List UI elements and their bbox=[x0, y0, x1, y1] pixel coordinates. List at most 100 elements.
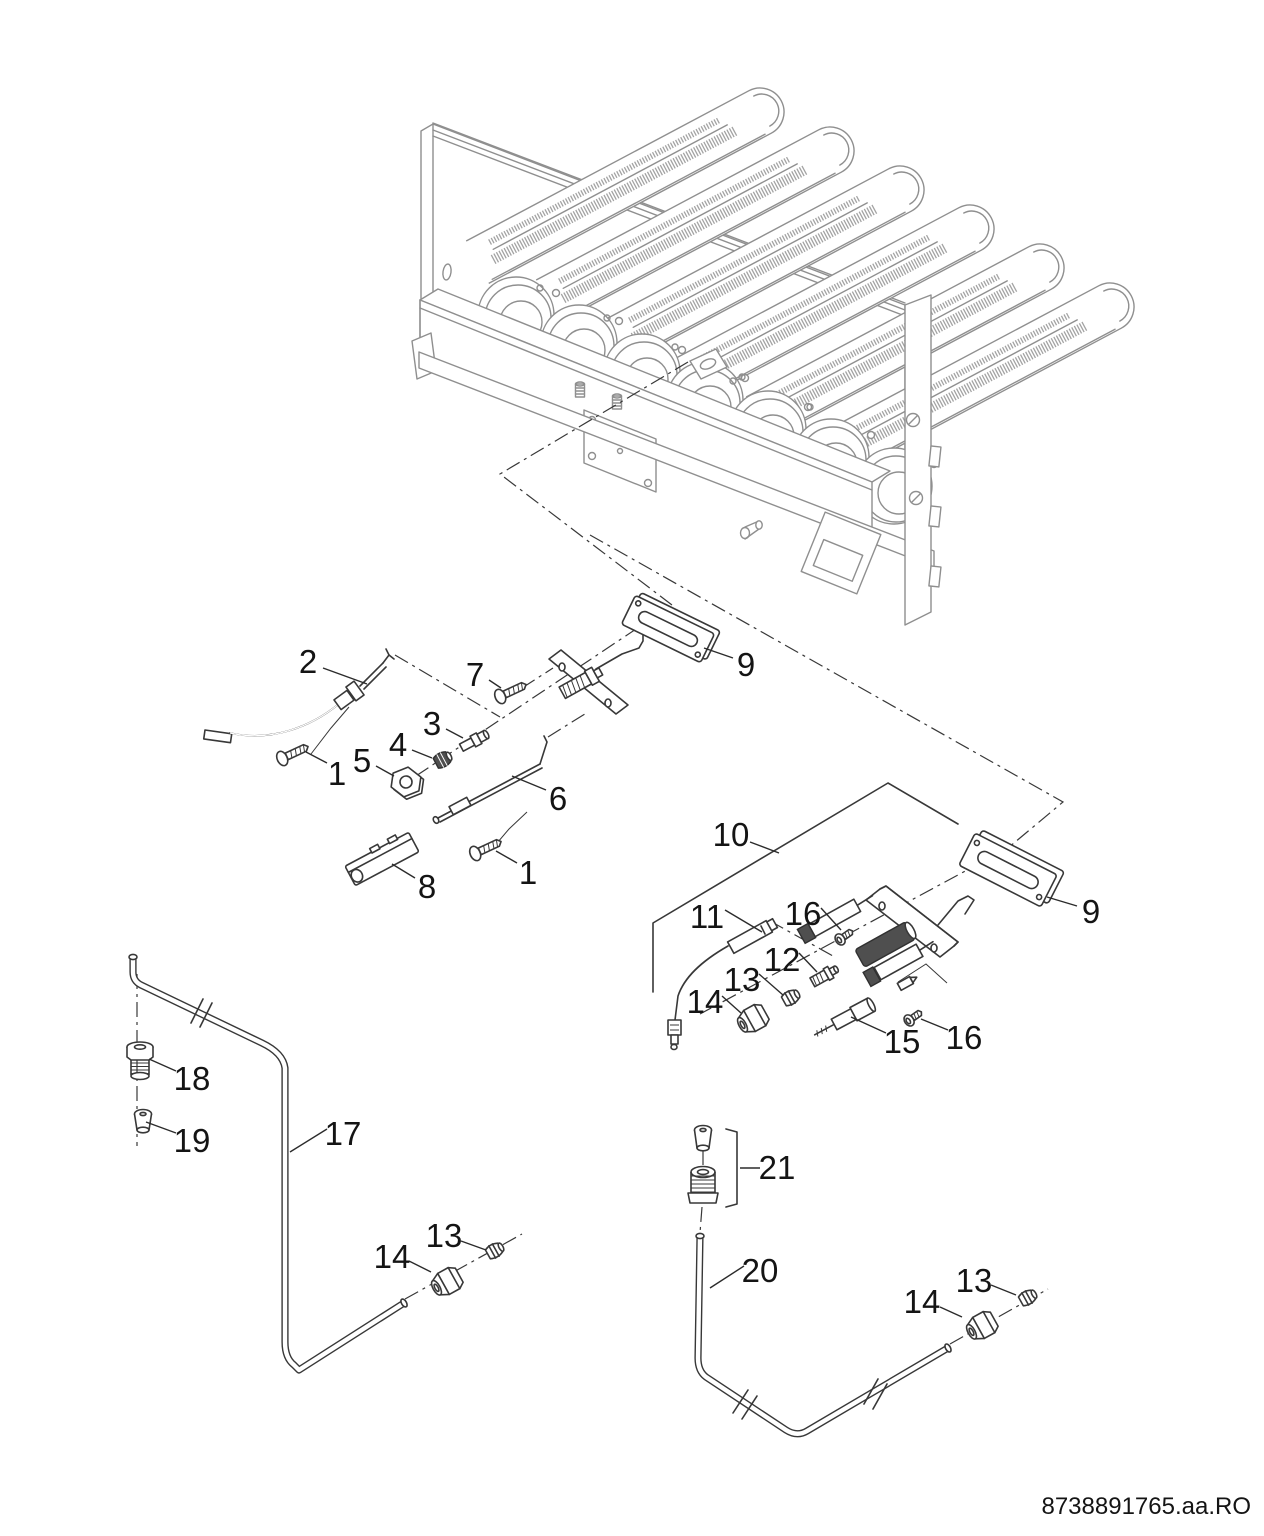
leader-16a bbox=[820, 907, 842, 931]
pilot-mount-plate-left bbox=[548, 626, 648, 715]
burner-tube bbox=[815, 282, 1135, 480]
olive-part13-bottomright bbox=[1017, 1289, 1038, 1307]
callout-9a: 9 bbox=[737, 646, 755, 683]
igniter-electrode bbox=[796, 894, 874, 945]
ignition-window-bracket bbox=[800, 511, 882, 595]
callout-16a: 16 bbox=[785, 895, 822, 932]
olive-part13-bottomleft bbox=[484, 1242, 505, 1260]
burner-tube bbox=[605, 165, 925, 363]
callout-1a: 1 bbox=[328, 755, 346, 792]
callout-14a: 14 bbox=[687, 983, 724, 1020]
callout-7: 7 bbox=[466, 656, 484, 693]
callout-19: 19 bbox=[174, 1122, 211, 1159]
nut-part14-bottomright bbox=[965, 1310, 999, 1340]
leader-1a bbox=[305, 751, 328, 764]
wall-slot-hole bbox=[442, 263, 452, 281]
flame-sensor-body bbox=[855, 921, 917, 967]
burner-tube bbox=[675, 204, 995, 402]
screw-part1-right bbox=[468, 838, 502, 862]
gasket-part9-left bbox=[621, 592, 721, 663]
nozzle-group-part21 bbox=[687, 1124, 738, 1208]
leader-11 bbox=[724, 909, 763, 933]
screw-part1-left bbox=[275, 743, 309, 767]
burner-tube bbox=[465, 87, 785, 285]
group-bracket-part10 bbox=[652, 782, 959, 993]
pilot-gas-pipe-part17 bbox=[128, 953, 408, 1374]
leader-18 bbox=[148, 1058, 177, 1072]
burner-assembly bbox=[411, 87, 1135, 626]
leader-1b bbox=[495, 850, 518, 864]
leader-7 bbox=[488, 679, 502, 689]
nut-part14-bottomleft bbox=[430, 1266, 464, 1296]
callout-14c: 14 bbox=[904, 1283, 941, 1320]
callout-13c: 13 bbox=[956, 1262, 993, 1299]
callout-14b: 14 bbox=[374, 1238, 411, 1275]
ignition-cable-part11 bbox=[667, 919, 774, 1051]
leader-8 bbox=[391, 863, 416, 879]
leader-4 bbox=[411, 749, 433, 759]
callout-21: 21 bbox=[759, 1149, 796, 1186]
screw-part7 bbox=[493, 681, 527, 705]
callout-8: 8 bbox=[418, 868, 436, 905]
bent-electrode-rod bbox=[937, 895, 975, 926]
callout-18: 18 bbox=[174, 1060, 211, 1097]
leader-12 bbox=[798, 952, 818, 973]
leader-13b bbox=[460, 1240, 487, 1251]
leader-13a bbox=[758, 973, 784, 996]
pilot-nozzle bbox=[896, 975, 918, 992]
gas-manifold bbox=[419, 288, 891, 540]
callout-20: 20 bbox=[742, 1252, 779, 1289]
bracket-part21 bbox=[725, 1128, 738, 1208]
leader-10 bbox=[749, 841, 780, 854]
leader-9a bbox=[703, 647, 734, 659]
leader-13c bbox=[990, 1284, 1017, 1296]
nozzle-part19 bbox=[133, 1108, 153, 1134]
leader-17 bbox=[289, 1128, 328, 1153]
leader-6 bbox=[511, 775, 547, 791]
ferrule-part3 bbox=[458, 729, 490, 752]
callout-10: 10 bbox=[713, 816, 750, 853]
callout-15: 15 bbox=[884, 1023, 921, 1060]
leader-2 bbox=[322, 667, 368, 685]
callout-11: 11 bbox=[690, 898, 724, 935]
nut-part5 bbox=[390, 766, 425, 801]
ferrule-part12 bbox=[809, 965, 840, 988]
screw-part16-upper bbox=[834, 928, 854, 946]
leader-5 bbox=[375, 765, 395, 777]
leader-9b bbox=[1046, 896, 1078, 907]
leader-19 bbox=[145, 1121, 177, 1134]
stud bbox=[611, 393, 623, 410]
olive-part4 bbox=[432, 751, 453, 769]
pipe-break-mark bbox=[732, 1389, 758, 1420]
leader-3 bbox=[445, 728, 464, 739]
screw-part16-lower bbox=[903, 1009, 923, 1027]
stud bbox=[574, 381, 586, 398]
leader-16b bbox=[920, 1018, 949, 1031]
pipe-break-mark bbox=[863, 1378, 888, 1410]
thermocouple-part2 bbox=[202, 648, 395, 744]
callout-2: 2 bbox=[299, 643, 317, 680]
manifold-nipple bbox=[739, 520, 763, 540]
pilot-bracket-part8 bbox=[344, 832, 420, 886]
leader-15 bbox=[850, 1016, 887, 1034]
callout-12: 12 bbox=[764, 941, 801, 978]
pipe-break-mark bbox=[190, 998, 213, 1028]
leader-14c bbox=[939, 1306, 963, 1318]
callout-4: 4 bbox=[389, 726, 407, 763]
leader-14a bbox=[721, 995, 742, 1014]
callout-1b: 1 bbox=[519, 854, 537, 891]
burner-gas-pipe-part20 bbox=[694, 1232, 952, 1438]
pilot-tube-part6 bbox=[432, 735, 548, 825]
olive-part13-right bbox=[780, 989, 801, 1007]
clip-bracket bbox=[689, 348, 737, 385]
callout-16b: 16 bbox=[946, 1019, 983, 1056]
leader-20 bbox=[709, 1265, 745, 1289]
document-code: 8738891765.aa.RO bbox=[1041, 1493, 1251, 1520]
callout-3: 3 bbox=[423, 705, 441, 742]
electrode-part15 bbox=[813, 997, 877, 1037]
wall-holes bbox=[536, 284, 814, 411]
leader-14b bbox=[408, 1260, 432, 1273]
